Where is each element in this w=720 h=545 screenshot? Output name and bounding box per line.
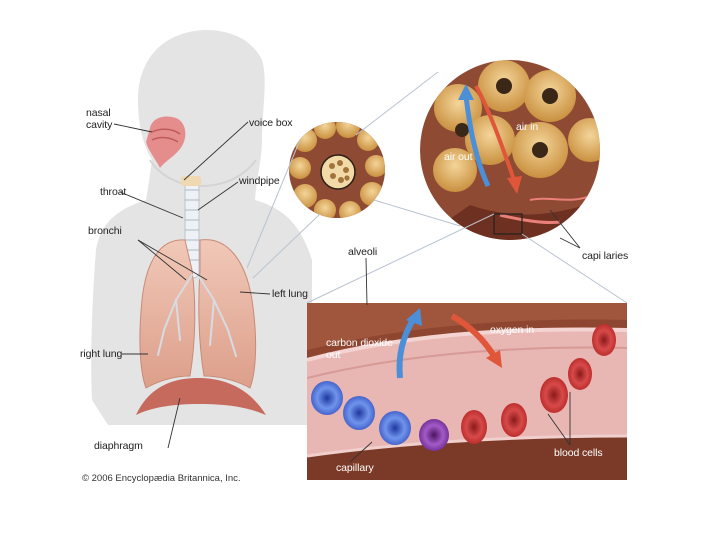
label-throat: throat (100, 186, 127, 198)
nasal-cavity-shape (146, 116, 186, 168)
label-nasal-cavity: nasal cavity (86, 107, 113, 131)
lungs-shape (139, 239, 257, 389)
alveoli-cluster-circle (289, 122, 385, 218)
label-oxygen-in: oxygen in (490, 324, 535, 336)
body-silhouette (91, 30, 312, 425)
label-leader-lines (113, 121, 581, 463)
label-air-in: air in (516, 121, 539, 133)
label-blood-cells: blood cells (554, 447, 603, 459)
label-capillaries: capi laries (582, 250, 629, 262)
alveolus-detail-circle (420, 60, 600, 240)
diaphragm-shape (136, 378, 266, 415)
zoom-connector-lines (246, 71, 628, 304)
label-bronchi: bronchi (88, 225, 122, 237)
label-voice-box: voice box (249, 117, 293, 129)
label-carbon-dioxide-out: carbon dioxide out (326, 337, 393, 361)
copyright-notice: © 2006 Encyclopædia Britannica, Inc. (82, 473, 241, 484)
label-air-out: air out (444, 151, 473, 163)
blood-cells-group (311, 324, 616, 451)
capillary-panel (307, 303, 627, 480)
label-right-lung: right lung (80, 348, 123, 360)
label-alveoli: alveoli (348, 246, 378, 258)
label-windpipe: windpipe (239, 175, 280, 187)
label-diaphragm: diaphragm (94, 440, 143, 452)
label-left-lung: left lung (272, 288, 308, 300)
label-capillary: capillary (336, 462, 374, 474)
